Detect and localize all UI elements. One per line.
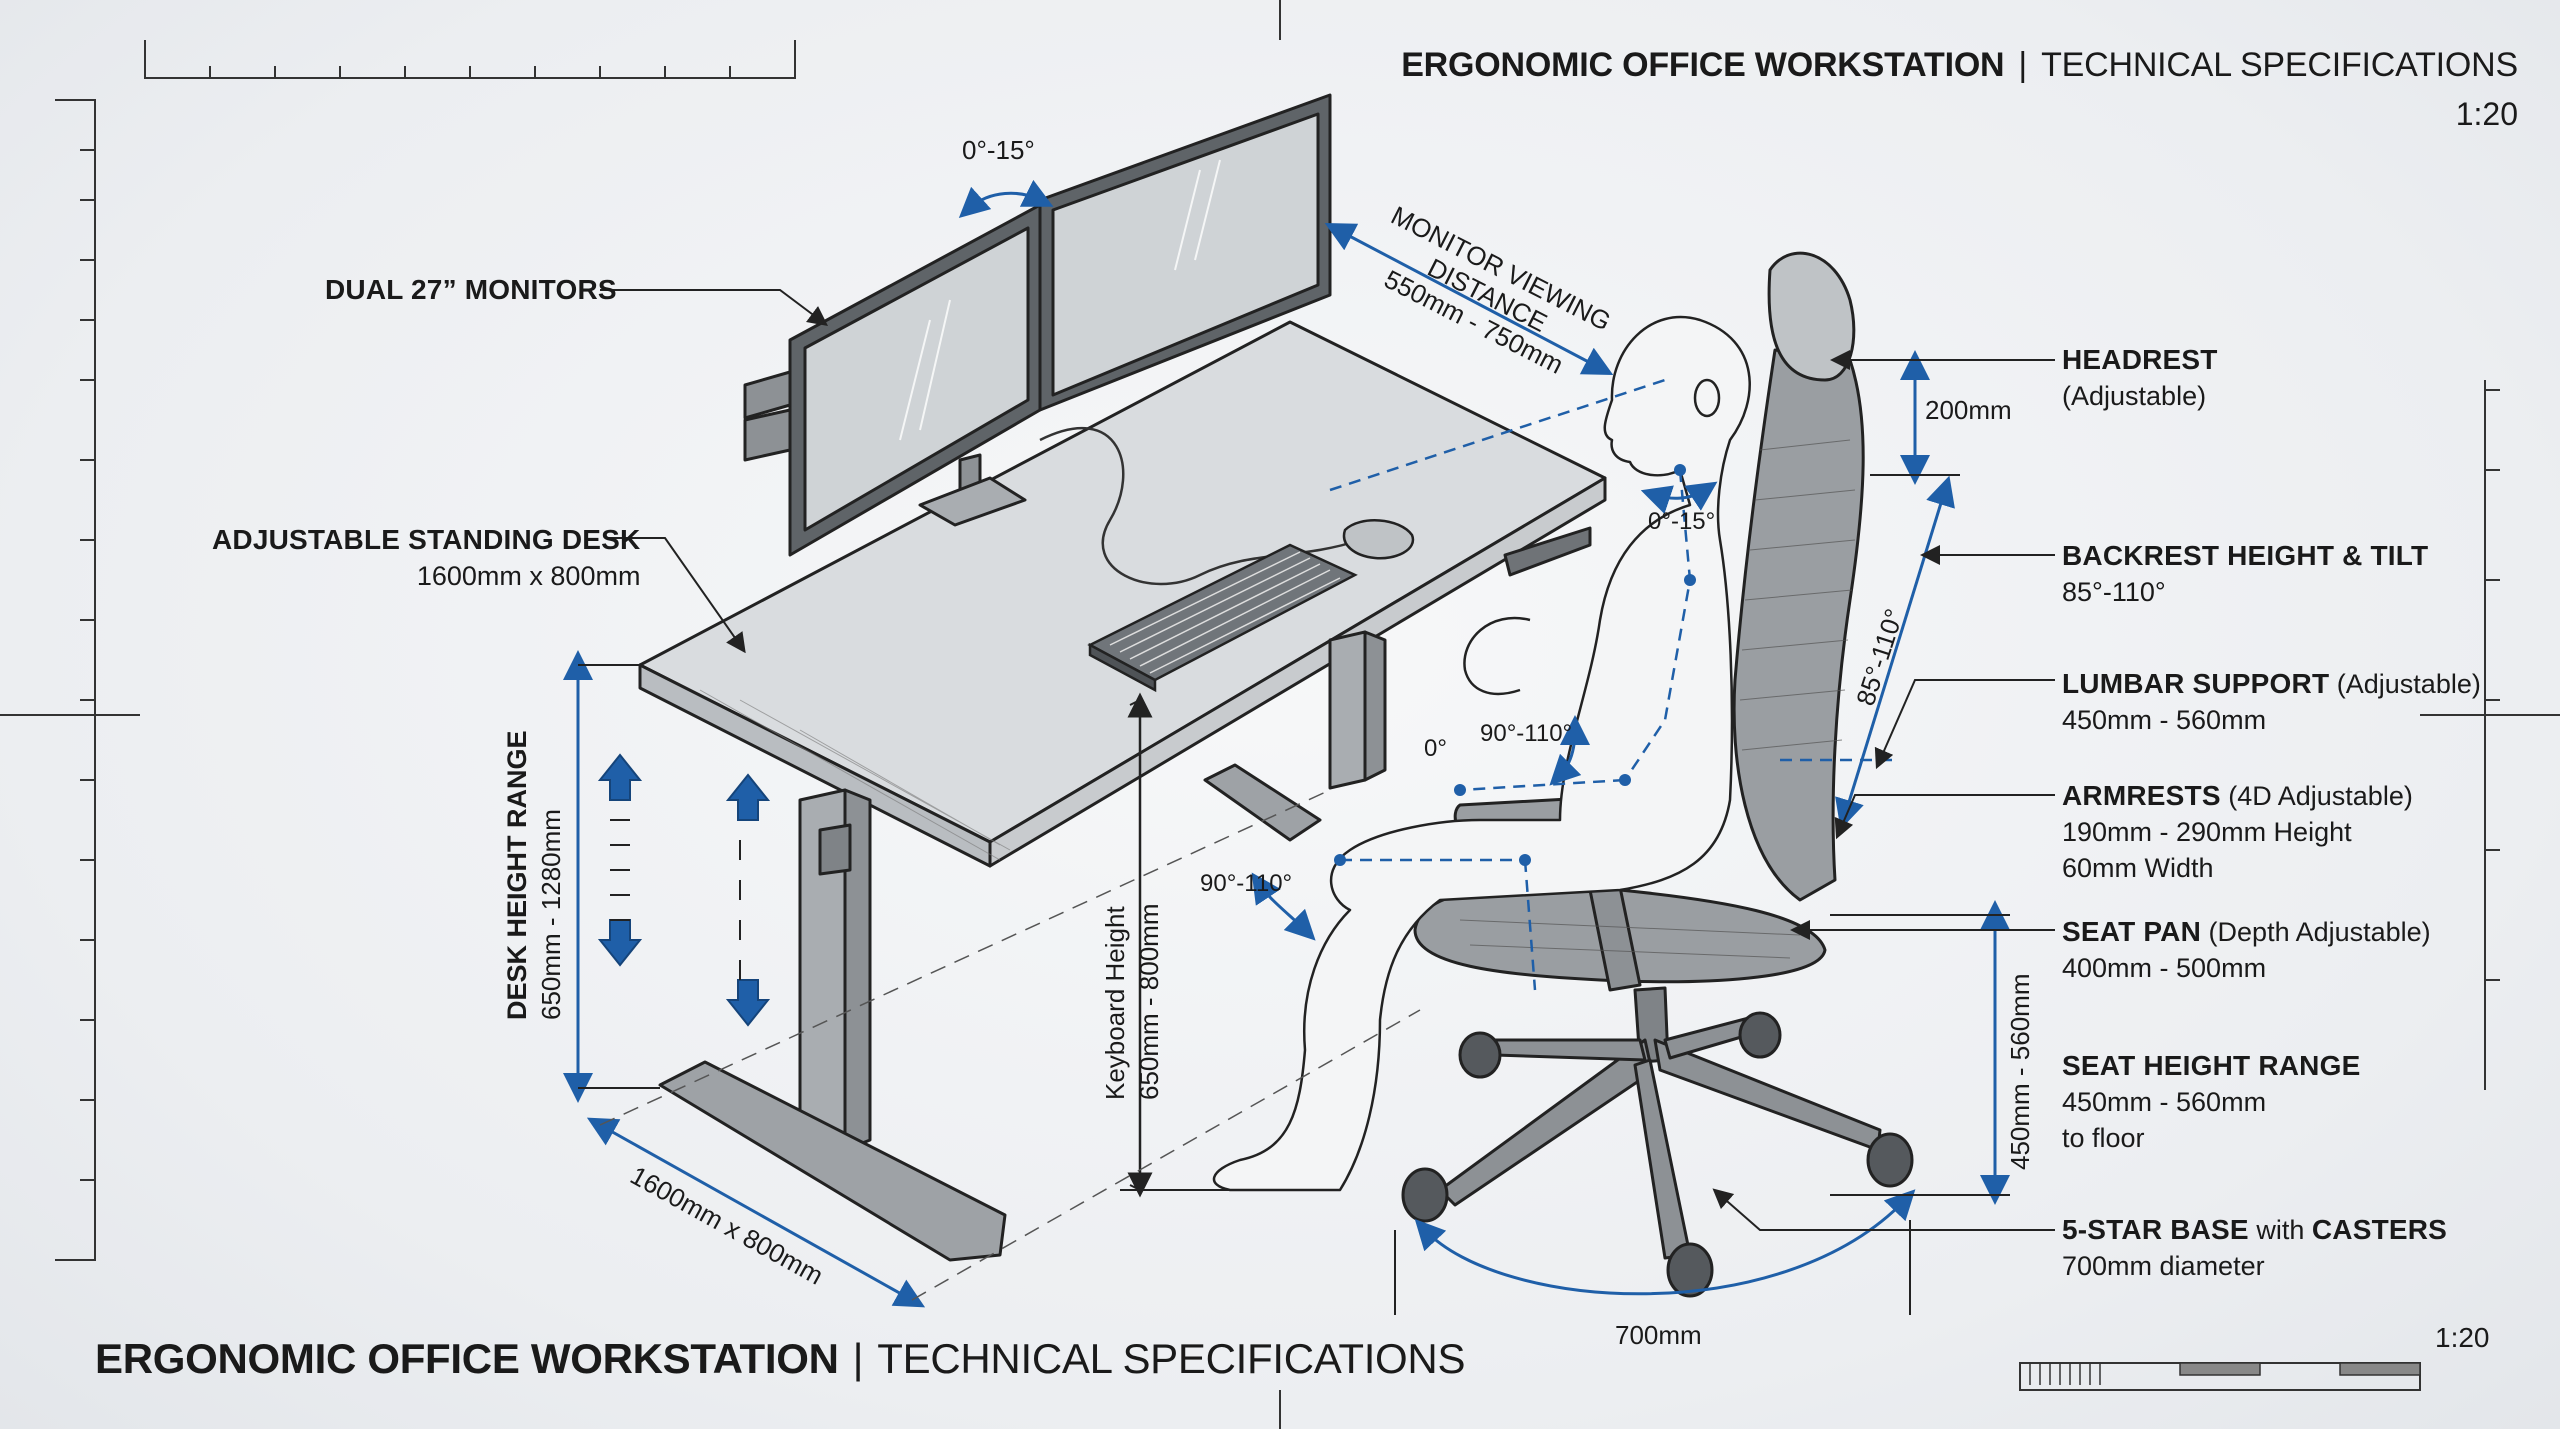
dim-keyboard-height: Keyboard Height 650mm - 800mm bbox=[1098, 904, 1166, 1101]
dimension-lines bbox=[563, 179, 2010, 1308]
label-lumbar: LUMBAR SUPPORT (Adjustable) 450mm - 560m… bbox=[2062, 666, 2481, 738]
mouse bbox=[1342, 519, 1415, 560]
dim-knee-angle: 90°-110° bbox=[1200, 870, 1293, 897]
label-seat-height: SEAT HEIGHT RANGE 450mm - 560mm to floor bbox=[2062, 1048, 2360, 1156]
label-monitors: DUAL 27” MONITORS bbox=[325, 272, 617, 308]
footer-scale: 1:20 bbox=[2435, 1322, 2490, 1353]
header-scale: 1:20 bbox=[2455, 96, 2518, 132]
footer-title-bold: ERGONOMIC OFFICE WORKSTATION bbox=[95, 1335, 839, 1382]
dim-headrest-height: 200mm bbox=[1925, 395, 2012, 425]
height-ticks bbox=[610, 819, 741, 980]
screen-glare bbox=[899, 159, 1221, 441]
label-armrests-note: (4D Adjustable) bbox=[2228, 781, 2413, 811]
label-seat-pan: SEAT PAN (Depth Adjustable) 400mm - 500m… bbox=[2062, 914, 2431, 986]
dim-keyboard-title: Keyboard Height bbox=[1100, 906, 1130, 1100]
label-base-title: 5-STAR BASE bbox=[2062, 1214, 2249, 1245]
label-seatheight-sub1: 450mm - 560mm bbox=[2062, 1087, 2267, 1117]
dim-desk-range-title: DESK HEIGHT RANGE bbox=[502, 730, 532, 1020]
guide-dashes bbox=[599, 789, 1421, 1301]
label-backrest-sub: 85°-110° bbox=[2062, 577, 2166, 607]
scale-bar bbox=[2029, 1362, 2421, 1385]
dim-neck-tilt: 0°-15° bbox=[1648, 508, 1716, 535]
keyboard-keys bbox=[1109, 551, 1341, 674]
label-seatheight-sub2: to floor bbox=[2062, 1123, 2145, 1153]
header-title-rest: TECHNICAL SPECIFICATIONS bbox=[2041, 46, 2518, 84]
chair-mesh bbox=[1459, 439, 1856, 959]
dim-elbow-zero: 0° bbox=[1424, 735, 1447, 762]
height-arrows bbox=[597, 753, 771, 1027]
label-monitors-title: DUAL 27” MONITORS bbox=[325, 274, 617, 305]
footer-separator: | bbox=[852, 1335, 864, 1382]
label-backrest: BACKREST HEIGHT & TILT 85°-110° bbox=[2062, 538, 2428, 610]
header-title: ERGONOMIC OFFICE WORKSTATION | TECHNICAL S… bbox=[1401, 46, 2518, 85]
footer-title: ERGONOMIC OFFICE WORKSTATION | TECHNICAL S… bbox=[95, 1335, 1465, 1383]
label-lumbar-sub: 450mm - 560mm bbox=[2062, 705, 2267, 735]
label-base-with: with bbox=[2256, 1215, 2305, 1245]
label-armrests-sub2: 60mm Width bbox=[2062, 853, 2214, 883]
person-outline bbox=[1212, 315, 1751, 1192]
header-title-bold: ERGONOMIC OFFICE WORKSTATION bbox=[1401, 46, 2005, 84]
label-backrest-title: BACKREST HEIGHT & TILT bbox=[2062, 540, 2429, 571]
label-seatheight-title: SEAT HEIGHT RANGE bbox=[2062, 1050, 2361, 1081]
dim-desk-range: DESK HEIGHT RANGE 650mm - 1280mm bbox=[500, 730, 568, 1020]
dim-keyboard-value: 650mm - 800mm bbox=[1134, 903, 1164, 1101]
label-armrests-title: ARMRESTS bbox=[2062, 780, 2221, 811]
label-headrest: HEADREST (Adjustable) bbox=[2062, 342, 2218, 414]
label-armrests: ARMRESTS (4D Adjustable) 190mm - 290mm H… bbox=[2062, 778, 2413, 886]
header-separator: | bbox=[2018, 46, 2028, 84]
label-seatpan-title: SEAT PAN bbox=[2062, 916, 2202, 947]
footer-title-rest: TECHNICAL SPECIFICATIONS bbox=[877, 1335, 1466, 1382]
label-seatpan-note: (Depth Adjustable) bbox=[2208, 917, 2431, 947]
dim-base-diameter: 700mm bbox=[1615, 1320, 1702, 1350]
label-headrest-title: HEADREST bbox=[2062, 344, 2218, 375]
label-armrests-sub1: 190mm - 290mm Height bbox=[2062, 817, 2352, 847]
label-base-sub: 700mm diameter bbox=[2062, 1251, 2265, 1281]
label-lumbar-note: (Adjustable) bbox=[2336, 669, 2481, 699]
dim-monitor-tilt: 0°-15° bbox=[962, 135, 1035, 165]
label-base: 5-STAR BASE with CASTERS 700mm diameter bbox=[2062, 1212, 2447, 1284]
label-desk: ADJUSTABLE STANDING DESK 1600mm x 800mm bbox=[212, 522, 640, 594]
label-lumbar-title: LUMBAR SUPPORT bbox=[2062, 668, 2330, 699]
dim-seat-height: 450mm - 560mm bbox=[2005, 973, 2035, 1171]
dim-desk-range-value: 650mm - 1280mm bbox=[536, 809, 566, 1020]
label-desk-title: ADJUSTABLE STANDING DESK bbox=[212, 524, 641, 555]
dim-elbow-angle: 90°-110° bbox=[1480, 720, 1573, 747]
label-seatpan-sub: 400mm - 500mm bbox=[2062, 953, 2267, 983]
posture-joints bbox=[1334, 464, 1696, 866]
label-desk-size: 1600mm x 800mm bbox=[416, 561, 641, 591]
label-base-casters: CASTERS bbox=[2311, 1214, 2448, 1245]
desk-hatch bbox=[699, 689, 1011, 861]
label-headrest-sub: (Adjustable) bbox=[2062, 381, 2207, 411]
